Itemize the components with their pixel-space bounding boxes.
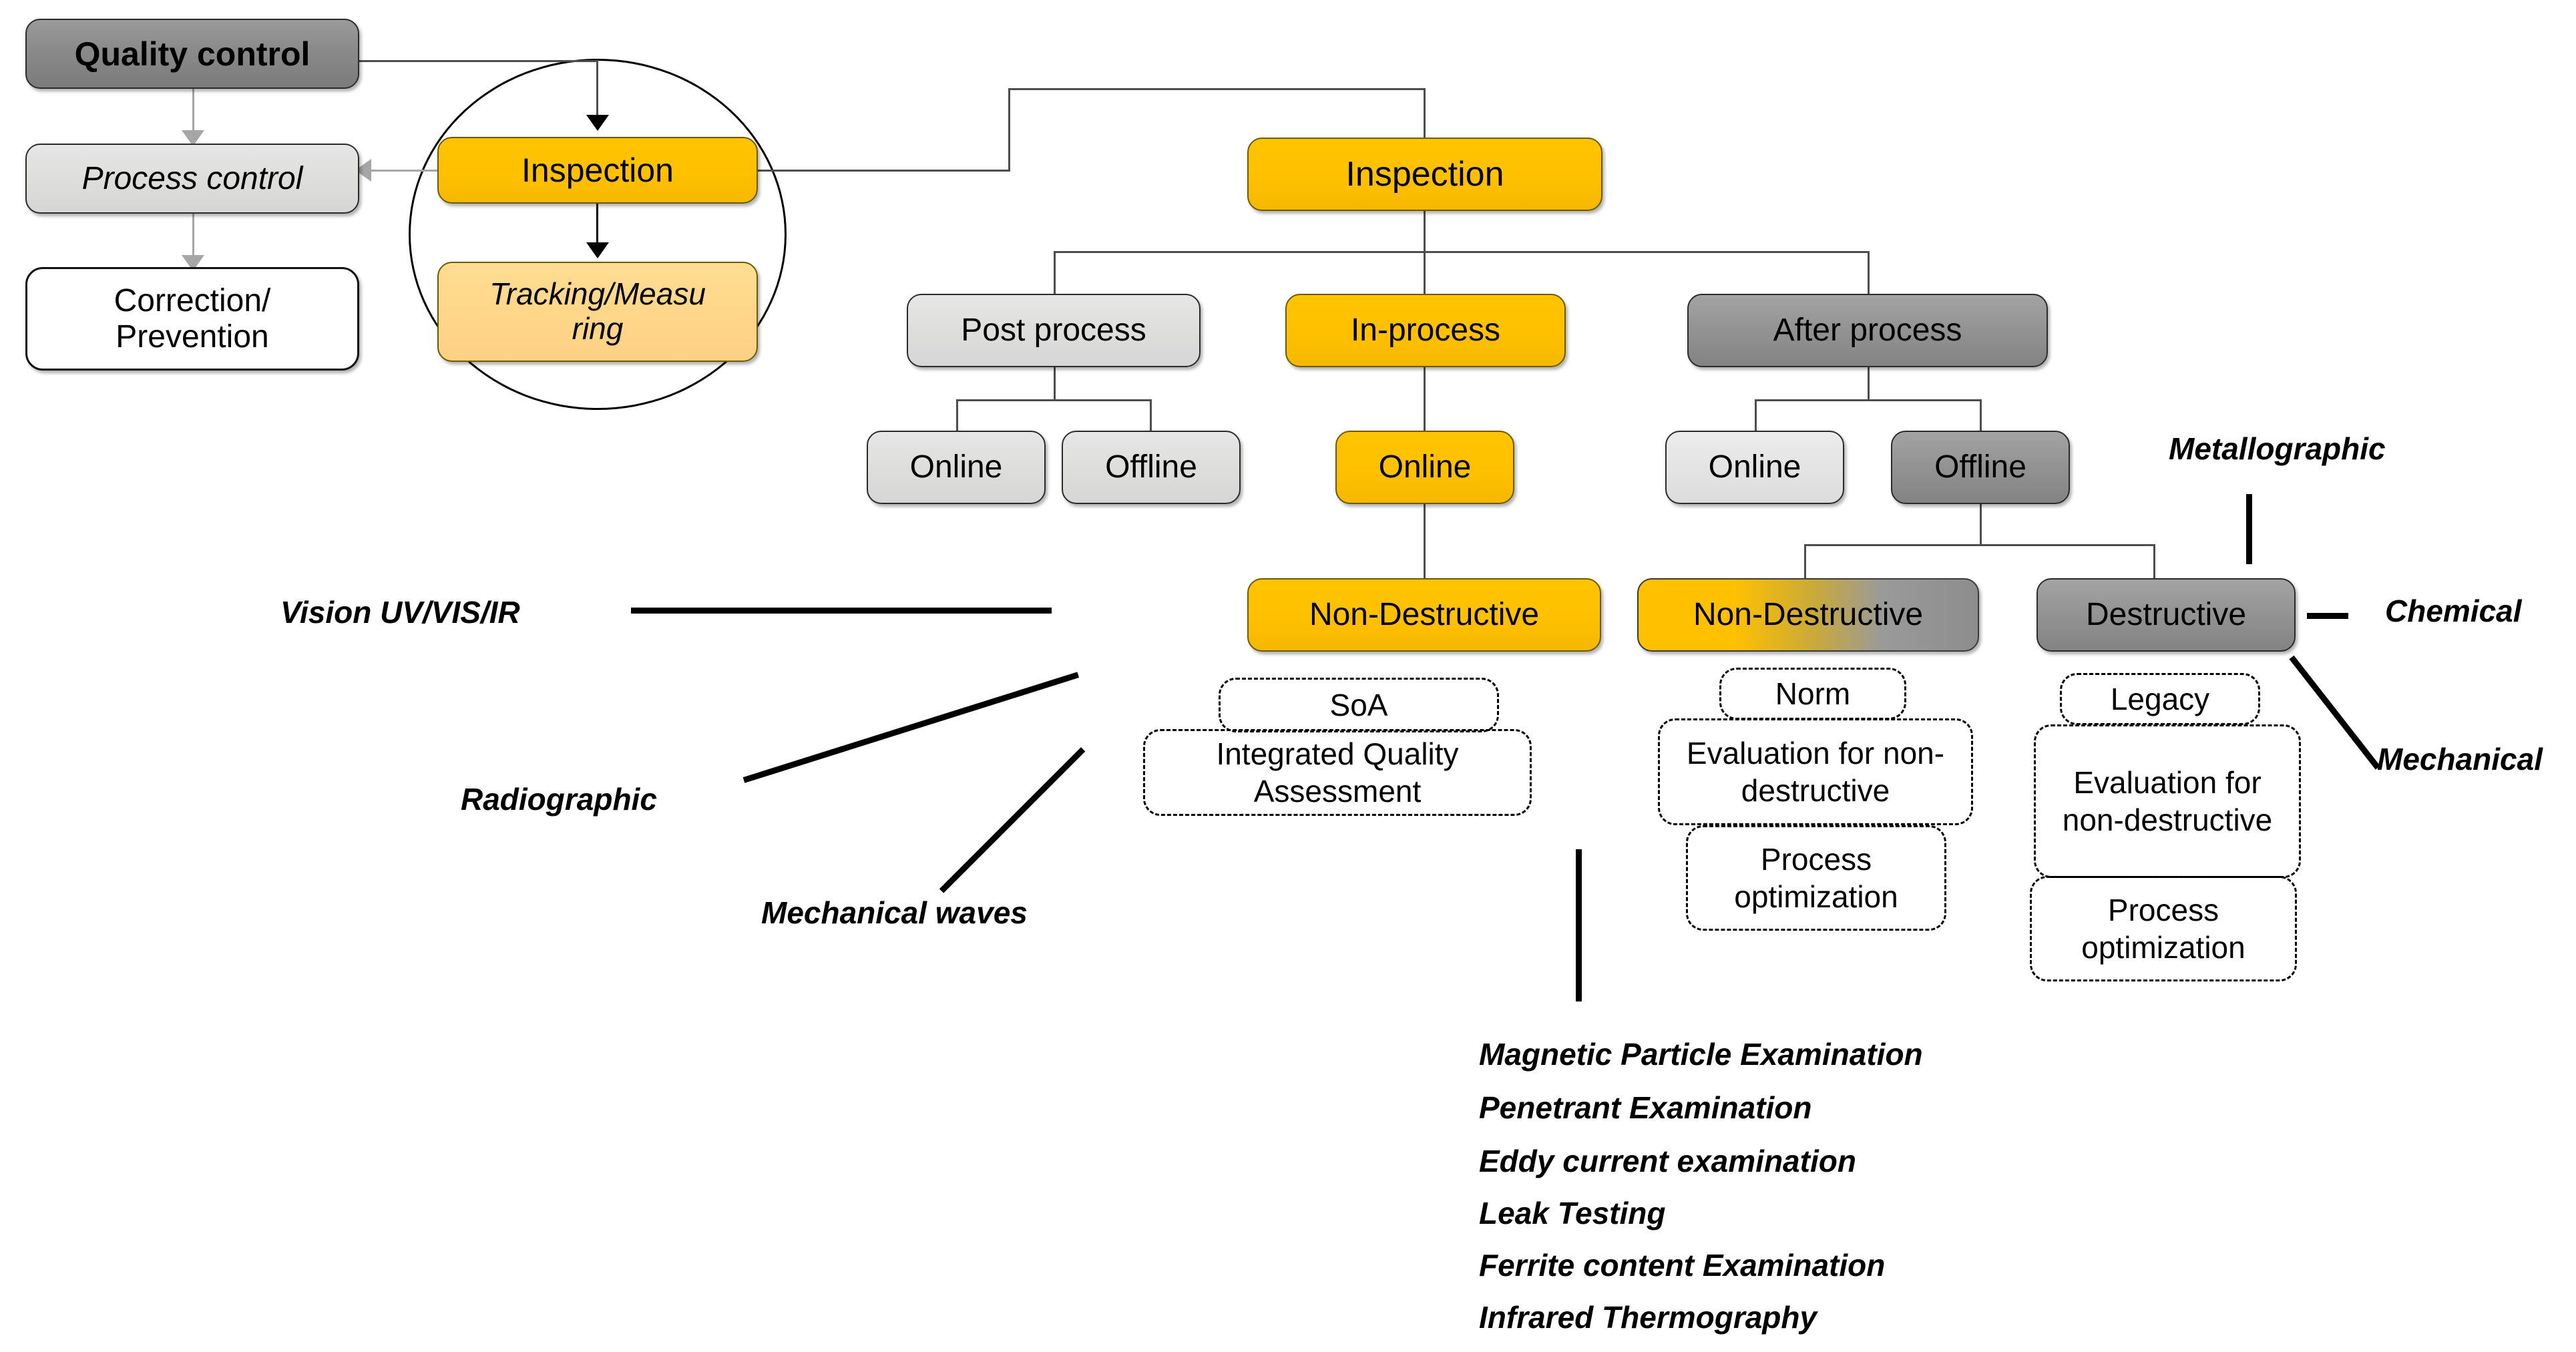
connector-after-process-down [1868, 367, 1870, 401]
nde-method-item: Magnetic Particle Examination [1479, 1037, 1923, 1072]
leader-mechanical [2289, 655, 2380, 770]
cycle-ellipse [409, 59, 787, 410]
node-inspection-left[interactable]: Inspection [437, 137, 758, 204]
node-process-control[interactable]: Process control [25, 144, 359, 214]
connector-qc-down-to-inspection [596, 60, 598, 127]
node-destructive[interactable]: Destructive [2036, 578, 2296, 652]
leader-chemical [2307, 613, 2348, 619]
node-inspection-root[interactable]: Inspection [1247, 138, 1602, 211]
connector-bus-to-after-process [1868, 251, 1870, 295]
connector-offline-to-nondestructive [1804, 544, 1806, 579]
label-vision-uv-vis-ir: Vision UV/VIS/IR [280, 595, 520, 630]
dashed-destructive-evaluation: Evaluation for non-destructive [2034, 724, 2301, 878]
node-post-process-online[interactable]: Online [867, 431, 1046, 504]
node-after-process[interactable]: After process [1687, 294, 2048, 367]
dashed-process-optimization: Process optimization [1686, 825, 1946, 931]
node-in-process[interactable]: In-process [1285, 294, 1566, 367]
nde-method-item: Eddy current examination [1479, 1144, 1856, 1178]
node-correction-prevention[interactable]: Correction/ Prevention [25, 267, 359, 371]
nde-method-item: Infrared Thermography [1479, 1300, 1817, 1335]
dashed-evaluation-for-non-destructive: Evaluation for non-destructive [1658, 718, 1973, 825]
arrow-into-tracking [586, 242, 609, 258]
connector-post-process-to-offline [1150, 399, 1152, 433]
connector-inspection-to-process-control [369, 170, 439, 172]
connector-cycle-to-tree-h2 [1008, 88, 1426, 90]
connector-post-process-down [1054, 367, 1056, 401]
connector-process-control-to-correction [192, 214, 194, 266]
label-radiographic: Radiographic [461, 782, 657, 817]
connector-bus-to-in-process [1424, 251, 1426, 295]
connector-in-process-to-online [1424, 367, 1426, 433]
connector-branch-bus [1054, 251, 1870, 253]
connector-after-process-bus [1755, 399, 1982, 401]
connector-in-process-online-to-nondestructive [1424, 504, 1426, 581]
connector-after-process-to-offline [1980, 399, 1982, 433]
connector-qc-right-segment [358, 60, 598, 62]
connector-tree-root-drop [1424, 88, 1426, 140]
leader-mechanical-waves [939, 747, 1086, 893]
dashed-norm: Norm [1719, 668, 1906, 720]
leader-vision [631, 608, 1052, 614]
dashed-destructive-process-optimization: Process optimization [2030, 876, 2297, 981]
connector-offline-to-destructive [2153, 544, 2155, 579]
connector-after-process-to-online [1755, 399, 1757, 433]
node-after-nondestructive[interactable]: Non-Destructive [1637, 578, 1979, 652]
nde-method-item: Ferrite content Examination [1479, 1248, 1886, 1283]
node-after-process-offline[interactable]: Offline [1891, 431, 2070, 504]
label-mechanical-waves: Mechanical waves [761, 895, 1028, 930]
connector-cycle-to-tree-up [1008, 88, 1010, 171]
dashed-legacy: Legacy [2060, 673, 2260, 725]
node-post-process[interactable]: Post process [907, 294, 1201, 367]
nde-method-item: Leak Testing [1479, 1196, 1666, 1230]
connector-offline-bus [1804, 544, 2155, 546]
leader-nde-methods [1576, 849, 1582, 1001]
connector-qc-to-process-control [192, 89, 194, 141]
arrow-into-inspection-left [586, 115, 609, 131]
label-chemical: Chemical [2385, 594, 2522, 628]
dashed-integrated-quality-assessment: Integrated Quality Assessment [1143, 729, 1532, 816]
label-metallographic: Metallographic [2169, 431, 2386, 466]
node-tracking-measuring[interactable]: Tracking/Measu ring [437, 262, 758, 362]
node-in-process-online[interactable]: Online [1335, 431, 1514, 504]
connector-inspection-to-tracking [596, 204, 598, 257]
node-post-process-offline[interactable]: Offline [1062, 431, 1241, 504]
nde-method-item: Penetrant Examination [1479, 1090, 1812, 1125]
connector-bus-to-post-process [1054, 251, 1056, 295]
connector-root-to-bus [1424, 211, 1426, 252]
connector-offline-down [1980, 504, 1982, 545]
connector-post-process-bus [956, 399, 1151, 401]
node-in-process-nondestructive[interactable]: Non-Destructive [1247, 578, 1601, 652]
label-mechanical: Mechanical [2377, 742, 2543, 776]
connector-cycle-to-tree-h1 [758, 170, 1010, 172]
node-quality-control[interactable]: Quality control [25, 19, 359, 89]
connector-post-process-to-online [956, 399, 958, 433]
leader-metallographic [2246, 494, 2252, 564]
node-after-process-online[interactable]: Online [1665, 431, 1844, 504]
leader-radiographic [742, 672, 1080, 783]
dashed-soa: SoA [1219, 678, 1499, 732]
